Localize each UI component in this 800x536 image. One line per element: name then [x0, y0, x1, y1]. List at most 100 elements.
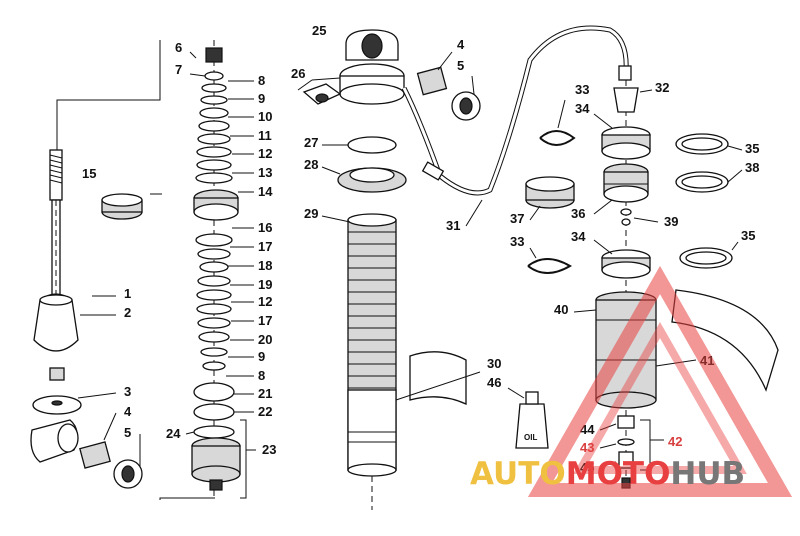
piston-14-bottom: [193, 203, 239, 221]
tube-threads: [348, 231, 396, 389]
leader-34b: [593, 239, 613, 255]
piston-36-bottom: [603, 185, 649, 203]
leader-23: [240, 419, 247, 499]
callout-24: 24: [166, 426, 181, 441]
leader-41: [655, 359, 697, 367]
bushing-4: [79, 441, 111, 469]
callout-17b: 17: [258, 313, 272, 328]
callout-15: 15: [82, 166, 96, 181]
callout-5a: 5: [124, 425, 131, 440]
callout-1: 1: [124, 286, 131, 301]
leader-5b: [471, 75, 475, 95]
eyelet-hole: [57, 423, 79, 453]
leader-40: [573, 309, 597, 313]
callout-35a: 35: [745, 141, 759, 156]
o-ring-35b-inner: [685, 251, 727, 265]
callout-46: 46: [487, 375, 501, 390]
leader-36: [593, 199, 613, 215]
leader-33b: [529, 247, 537, 259]
spacer-22: [193, 403, 235, 421]
leader-28: [321, 166, 341, 175]
callout-43: 43: [580, 440, 594, 455]
callout-5b: 5: [457, 58, 464, 73]
valve-stack: [185, 40, 256, 499]
callout-6: 6: [175, 40, 182, 55]
oil-bottle-cap: [525, 391, 539, 405]
callout-38: 38: [745, 160, 759, 175]
callout-2: 2: [124, 305, 131, 320]
callout-18: 18: [258, 258, 272, 273]
snap-ring-33a: [539, 130, 576, 146]
callout-3: 3: [124, 384, 131, 399]
fitting-45: [618, 451, 634, 469]
callout-30: 30: [487, 356, 501, 371]
o-ring-27: [347, 136, 397, 154]
leader-37: [529, 205, 541, 221]
callout-45: 45: [580, 460, 594, 475]
leader-35a: [727, 145, 743, 151]
leader-4a: [103, 412, 117, 441]
callout-9a: 9: [258, 91, 265, 106]
fitting-26-port: [315, 93, 329, 103]
nut-39: [621, 218, 631, 226]
leader-30: [395, 371, 481, 401]
reservoir-assembly: OIL: [507, 80, 779, 490]
callout-8a: 8: [258, 73, 265, 88]
washer-39: [620, 208, 632, 216]
watermark-text: AUTOMOTOHUB: [470, 456, 745, 492]
callout-31: 31: [446, 218, 460, 233]
callout-35b: 35: [741, 228, 755, 243]
callout-19: 19: [258, 277, 272, 292]
callout-4b: 4: [457, 37, 465, 52]
washer-3-hole: [51, 400, 63, 406]
collar: [49, 367, 65, 381]
callout-16: 16: [258, 220, 272, 235]
reservoir-cap-bottom: [339, 83, 405, 105]
shim-stack-bottom: [195, 233, 233, 371]
callout-14: 14: [258, 184, 273, 199]
leader-26: [297, 79, 313, 91]
callout-10: 10: [258, 109, 272, 124]
hose-fitting-low: [421, 161, 445, 181]
leader-38: [727, 169, 743, 183]
callout-33a: 33: [575, 82, 589, 97]
callout-27: 27: [304, 135, 318, 150]
leader-34a: [593, 113, 613, 129]
shim-stack-top: [195, 83, 233, 184]
callout-26: 26: [291, 66, 305, 81]
leader-31: [465, 199, 483, 227]
bump-stop-top: [39, 294, 73, 306]
callout-8b: 8: [258, 368, 265, 383]
o-ring-38-inner: [681, 175, 723, 189]
washer-21: [193, 382, 235, 402]
callout-42: 42: [668, 434, 682, 449]
hose-fitting-high: [618, 65, 632, 81]
snap-ring-33b: [527, 258, 572, 274]
base-valve-stem: [209, 479, 223, 491]
body-tube-lower: [347, 389, 397, 471]
cap-34b-bottom: [601, 261, 651, 279]
leader-45: [599, 461, 617, 467]
leader-frame-bottom: [159, 497, 215, 500]
callout-13: 13: [258, 165, 272, 180]
bushing-4b: [416, 66, 448, 96]
watermark-moto: MOTO: [566, 456, 671, 492]
seal-head-28-top: [349, 167, 395, 183]
callout-11: 11: [258, 128, 272, 143]
callout-labels: 6789101112131415161718191217209821222324…: [82, 23, 759, 475]
watermark-triangle-icon: [527, 265, 793, 497]
callout-37: 37: [510, 211, 524, 226]
callout-36: 36: [571, 206, 585, 221]
shock-body: [297, 25, 632, 510]
valve-32: [613, 87, 639, 113]
watermark-inner-triangle-icon: [573, 321, 747, 474]
leader-32: [639, 89, 653, 93]
decal-30: [409, 351, 467, 406]
watermark: AUTOMOTOHUB: [470, 265, 793, 497]
thread-marks: [49, 154, 63, 184]
callout-33b: 33: [510, 234, 524, 249]
leader-46: [507, 387, 525, 399]
callout-21: 21: [258, 386, 272, 401]
callout-40: 40: [554, 302, 568, 317]
